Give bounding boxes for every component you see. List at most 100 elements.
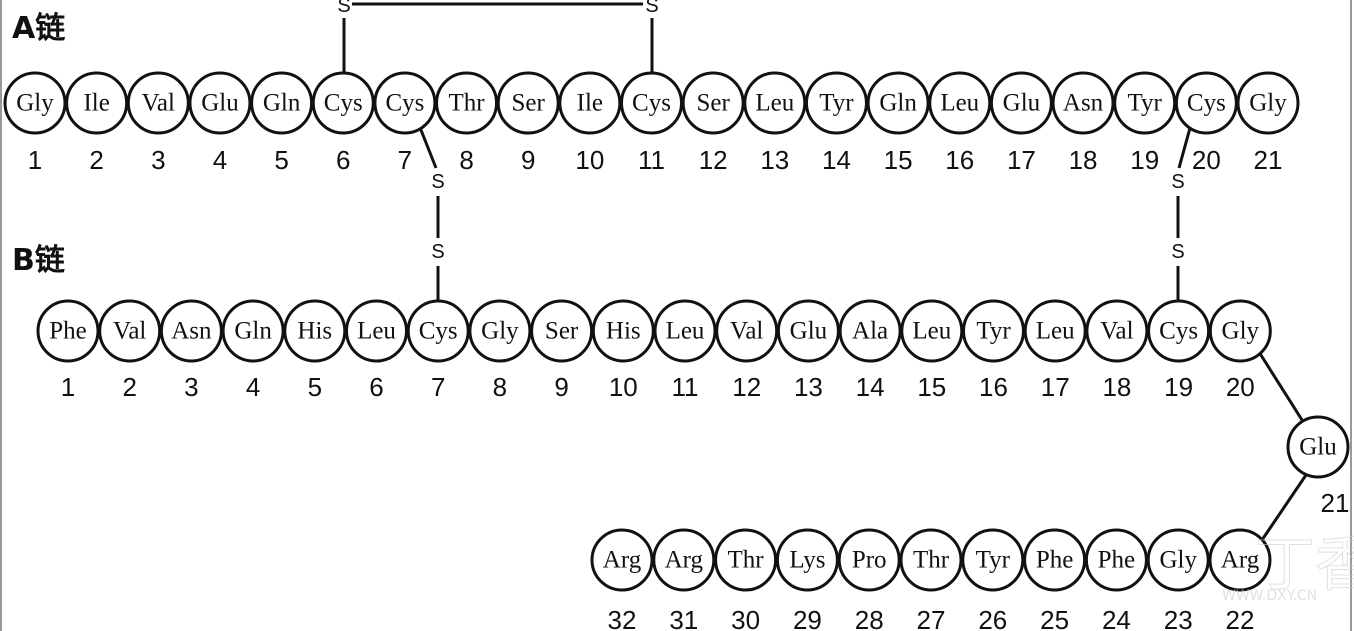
residue-number: 7 bbox=[431, 372, 445, 402]
residue-circle bbox=[714, 528, 778, 592]
residue-name: Ser bbox=[545, 318, 579, 345]
residue-name: Thr bbox=[728, 547, 765, 574]
residue-number: 18 bbox=[1102, 372, 1131, 402]
residue-circle bbox=[373, 71, 437, 135]
residue-circle bbox=[837, 528, 901, 592]
residue-circle bbox=[250, 71, 314, 135]
residue-circle bbox=[590, 528, 654, 592]
residue-B12: Val 12 bbox=[715, 299, 779, 402]
residue-number: 32 bbox=[608, 605, 637, 631]
residue-circle bbox=[962, 299, 1025, 363]
residue-name: Glu bbox=[790, 318, 828, 345]
residue-number: 1 bbox=[61, 372, 75, 402]
bond-b20-b21 bbox=[1257, 351, 1304, 421]
residue-name: Pro bbox=[852, 547, 887, 574]
bond-lines bbox=[342, 2, 1308, 541]
residue-circle bbox=[743, 71, 807, 135]
residue-B8: Gly 8 bbox=[468, 299, 532, 402]
residue-circle bbox=[159, 299, 223, 363]
residue-name: Ser bbox=[696, 90, 730, 117]
residue-number: 30 bbox=[731, 605, 760, 631]
residue-circle bbox=[530, 299, 594, 363]
residue-circle bbox=[496, 71, 560, 135]
residue-number: 13 bbox=[760, 145, 789, 175]
residue-circle bbox=[36, 299, 100, 363]
residue-circle bbox=[928, 71, 992, 135]
residue-A9: Ser 9 bbox=[496, 71, 560, 175]
residue-circle bbox=[715, 299, 779, 363]
residue-circle bbox=[1051, 71, 1115, 135]
residue-number: 9 bbox=[521, 145, 535, 175]
residue-number: 16 bbox=[979, 372, 1008, 402]
residue-number: 15 bbox=[884, 145, 913, 175]
residue-number: 12 bbox=[732, 372, 761, 402]
residue-number: 17 bbox=[1007, 145, 1036, 175]
residue-number: 24 bbox=[1102, 605, 1131, 631]
residue-name: Cys bbox=[632, 90, 671, 117]
residue-name: Leu bbox=[357, 318, 396, 345]
watermark-logo: 丁香园 bbox=[1255, 530, 1354, 600]
disulfide-s: S bbox=[645, 0, 658, 17]
residue-name: Lys bbox=[789, 547, 825, 574]
residue-circle bbox=[961, 528, 1025, 592]
residue-name: Leu bbox=[755, 90, 794, 117]
residue-name: Gln bbox=[234, 318, 272, 345]
residue-name: Ser bbox=[512, 90, 546, 117]
residue-number: 21 bbox=[1321, 488, 1350, 518]
residue-B9: Ser 9 bbox=[530, 299, 594, 402]
residue-name: Phe bbox=[1098, 547, 1136, 574]
residue-circle bbox=[900, 299, 964, 363]
residue-number: 5 bbox=[274, 145, 288, 175]
residue-name: Ile bbox=[577, 90, 603, 117]
residue-name: Thr bbox=[448, 90, 485, 117]
residue-circle bbox=[838, 299, 902, 363]
residue-name: Gly bbox=[1222, 318, 1260, 345]
residue-number: 27 bbox=[917, 605, 946, 631]
residue-name: Val bbox=[730, 318, 763, 345]
residue-number: 3 bbox=[184, 372, 198, 402]
watermark-url: WWW.DXY.CN bbox=[1222, 588, 1317, 604]
residue-number: 9 bbox=[554, 372, 568, 402]
residue-circle bbox=[283, 299, 347, 363]
residue-name: Gln bbox=[263, 90, 301, 117]
residue-circle bbox=[804, 71, 868, 135]
residue-name: Arg bbox=[603, 547, 642, 574]
residue-circle bbox=[1084, 528, 1148, 592]
residue-number: 26 bbox=[978, 605, 1007, 631]
residue-circle bbox=[65, 71, 129, 135]
residue-number: 20 bbox=[1192, 145, 1221, 175]
residue-number: 13 bbox=[794, 372, 823, 402]
residue-name: Cys bbox=[419, 318, 458, 345]
residue-B24: Phe 24 bbox=[1084, 528, 1148, 631]
residue-number: 18 bbox=[1069, 145, 1098, 175]
residue-circle bbox=[1208, 528, 1272, 592]
residue-circle bbox=[1113, 71, 1177, 135]
residue-circle bbox=[1085, 299, 1149, 363]
residue-number: 25 bbox=[1040, 605, 1069, 631]
residue-number: 17 bbox=[1041, 372, 1070, 402]
residue-name: Asn bbox=[171, 318, 212, 345]
residue-B7: Cys 7 bbox=[406, 299, 470, 402]
residue-name: Gly bbox=[481, 318, 519, 345]
disulfide-s: S bbox=[337, 0, 350, 17]
residue-circle bbox=[435, 71, 499, 135]
residue-name: Leu bbox=[666, 318, 705, 345]
residue-name: Arg bbox=[1221, 547, 1260, 574]
residue-number: 8 bbox=[493, 372, 507, 402]
residue-number: 28 bbox=[855, 605, 884, 631]
